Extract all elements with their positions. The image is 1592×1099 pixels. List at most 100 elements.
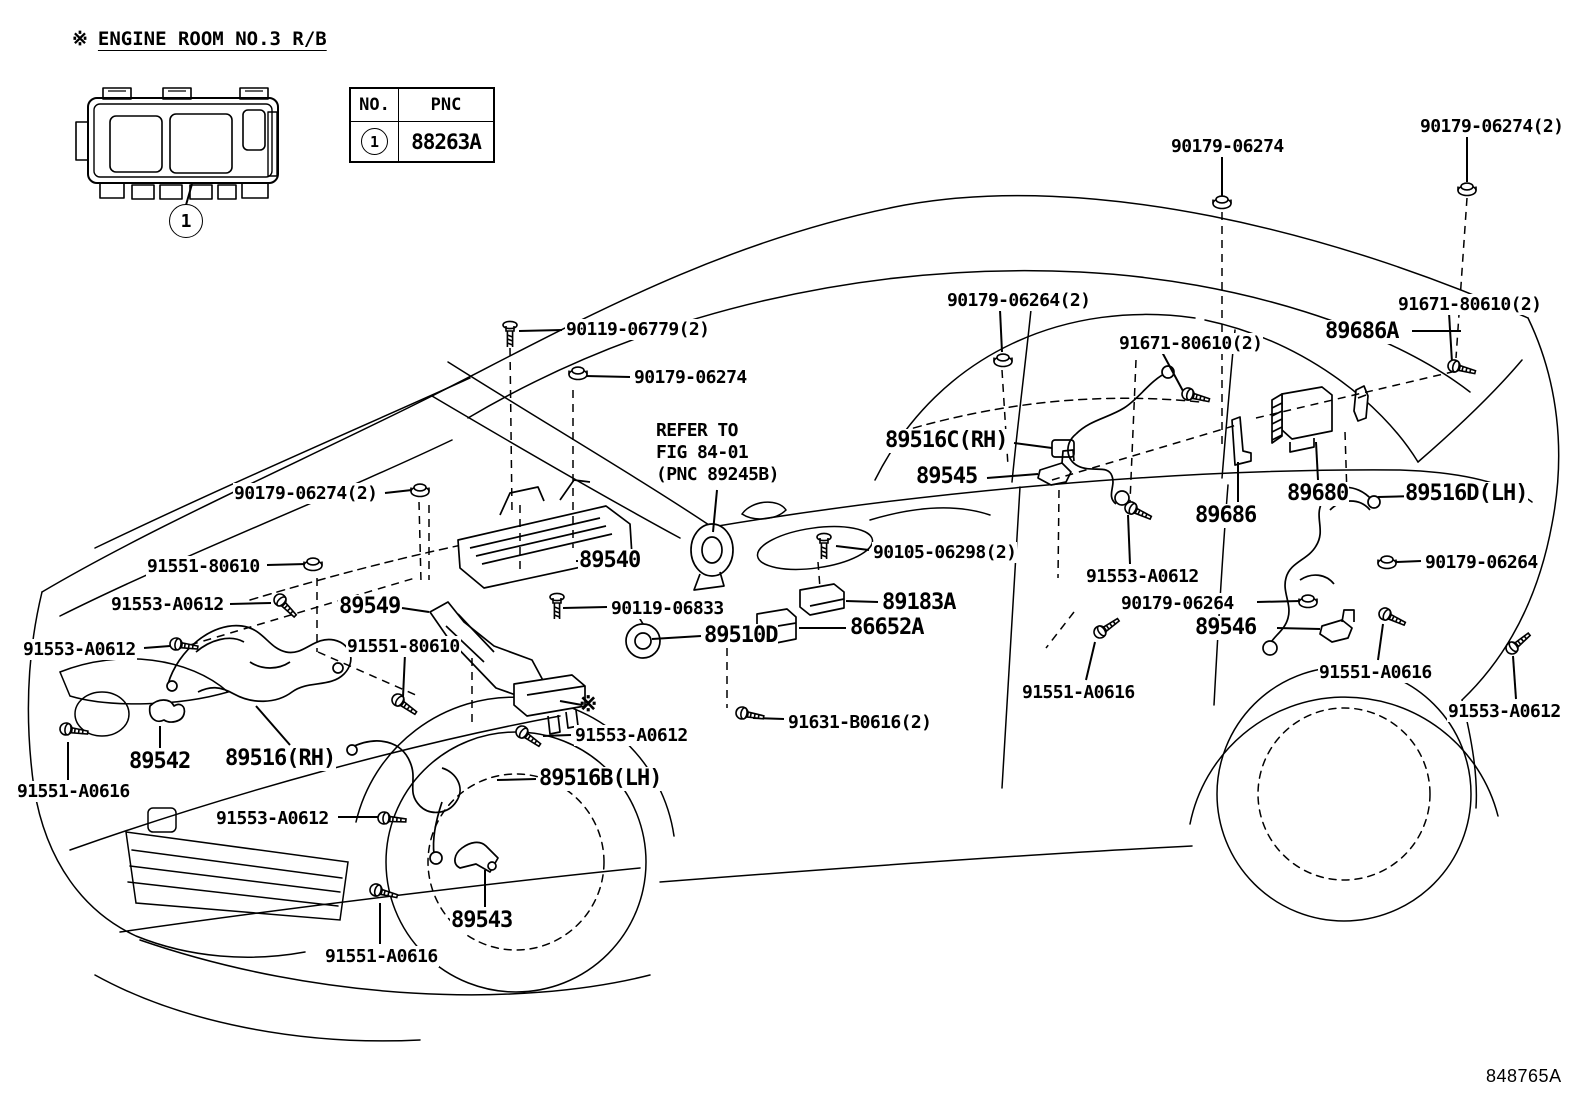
diagram-title: ※ENGINE ROOM NO.3 R/B [72, 28, 327, 50]
part-label: 89540 [578, 548, 641, 573]
leader-line [384, 489, 413, 494]
part-label: 89686 [1194, 503, 1257, 528]
leader-line [835, 545, 870, 551]
part-label: 89545 [915, 464, 978, 489]
component-art [148, 365, 1381, 873]
part-label: 90119-06833 [610, 598, 725, 619]
leader-line [1013, 442, 1053, 449]
leader-line [255, 705, 291, 746]
part-label: 90105-06298(2) [872, 542, 1018, 563]
part-label: 91631-B0616(2) [787, 712, 933, 733]
part-label: 89680 [1286, 481, 1349, 506]
side-mirror [740, 501, 787, 520]
drawing-number: 848765A [1486, 1066, 1562, 1086]
leader-line [585, 375, 631, 378]
pnc-table-header-no: NO. [351, 89, 399, 122]
pnc-table-header-pnc: PNC [399, 89, 493, 122]
part-label: 90179-06274(2) [1419, 116, 1565, 137]
leader-line [651, 635, 702, 640]
part-label: 86652A [849, 615, 924, 640]
reference-dash-line [1001, 369, 1009, 467]
part-label: 90119-06779(2) [565, 319, 711, 340]
reference-dash-line [1344, 431, 1348, 497]
part-label: 91553-A0612 [574, 725, 689, 746]
leader-line [1085, 641, 1096, 681]
part-label: 91671-80610(2) [1118, 333, 1264, 354]
part-label: 89516D(LH) [1404, 481, 1528, 506]
part-label: 89516C(RH) [884, 428, 1008, 453]
part-label: 90179-06264 [1424, 552, 1539, 573]
part-label: 91551-A0616 [16, 781, 131, 802]
horn-89245b [690, 523, 734, 591]
leader-line [518, 329, 563, 332]
part-label: 91671-80610(2) [1397, 294, 1543, 315]
leader-line [712, 489, 718, 533]
part-label: 90179-06274 [633, 367, 748, 388]
part-label: 90179-06264(2) [946, 290, 1092, 311]
reference-dash-line [817, 561, 821, 589]
sensor-89543 [454, 841, 499, 873]
part-label: 89183A [881, 590, 956, 615]
part-label: 91553-A0612 [1085, 566, 1200, 587]
pnc-table-row-value: 88263A [411, 129, 482, 154]
part-label: 89542 [128, 749, 191, 774]
part-label: 91553-A0612 [215, 808, 330, 829]
leader-line [1315, 441, 1319, 481]
part-label: 89549 [338, 594, 401, 619]
sensor-89546 [1319, 609, 1355, 643]
part-label: 91551-A0616 [1318, 662, 1433, 683]
reference-dash-line [1129, 359, 1137, 503]
part-label: 89686A [1324, 319, 1399, 344]
reference-mark: ※ [72, 28, 88, 50]
reference-dash-line [189, 577, 416, 646]
leader-line [496, 778, 537, 781]
part-label: 91553-A0612 [110, 594, 225, 615]
leader-line [401, 607, 430, 613]
leader-line [1377, 623, 1384, 661]
leader-line [1127, 514, 1131, 565]
leader-line [1395, 560, 1422, 563]
fusebox-callout-number: 1 [169, 204, 203, 238]
leader-line [1161, 351, 1184, 392]
leader-line [1448, 312, 1453, 363]
grille [125, 807, 349, 921]
part-label: 90179-06264 [1120, 593, 1235, 614]
part-label: 89516(RH) [224, 746, 336, 771]
part-label: 89510D [703, 623, 778, 648]
part-label: 90179-06274 [1170, 136, 1285, 157]
leader-line [999, 309, 1003, 353]
bracket-89686 [1231, 416, 1252, 466]
ecu-89680 [1271, 386, 1333, 453]
leader-line [143, 645, 171, 649]
leader-line [229, 602, 272, 605]
leader-line [562, 606, 608, 609]
leader-line [1256, 600, 1301, 603]
leader-line [185, 183, 193, 206]
harness-89516b-lh [346, 740, 461, 865]
leader-line [559, 700, 583, 706]
leader-line [542, 734, 572, 737]
leader-line [266, 563, 307, 566]
part-label: 91553-A0612 [1447, 701, 1562, 722]
reference-dash-line [1057, 489, 1060, 579]
part-label: 91551-A0616 [324, 946, 439, 967]
pnc-row-number: 1 [361, 128, 388, 155]
note-symbol: ※ [579, 692, 597, 717]
part-label: 91551-80610 [346, 636, 461, 657]
leader-line [986, 473, 1039, 479]
leader-line [1512, 655, 1517, 700]
part-label: 89543 [450, 908, 513, 933]
part-label: 91551-A0616 [1021, 682, 1136, 703]
reference-dash-line [1045, 611, 1075, 649]
part-label: 91553-A0612 [22, 639, 137, 660]
part-label: 90179-06274(2) [233, 483, 379, 504]
pnc-table: NO. PNC 1 88263A [349, 87, 495, 163]
pnc-table-row-no: 1 [351, 122, 399, 161]
part-label: 89546 [1194, 615, 1257, 640]
part-label: 91551-80610 [146, 556, 261, 577]
leader-line [845, 600, 879, 603]
part-label: 89516B(LH) [538, 766, 662, 791]
reference-dash-line [1051, 423, 1241, 481]
